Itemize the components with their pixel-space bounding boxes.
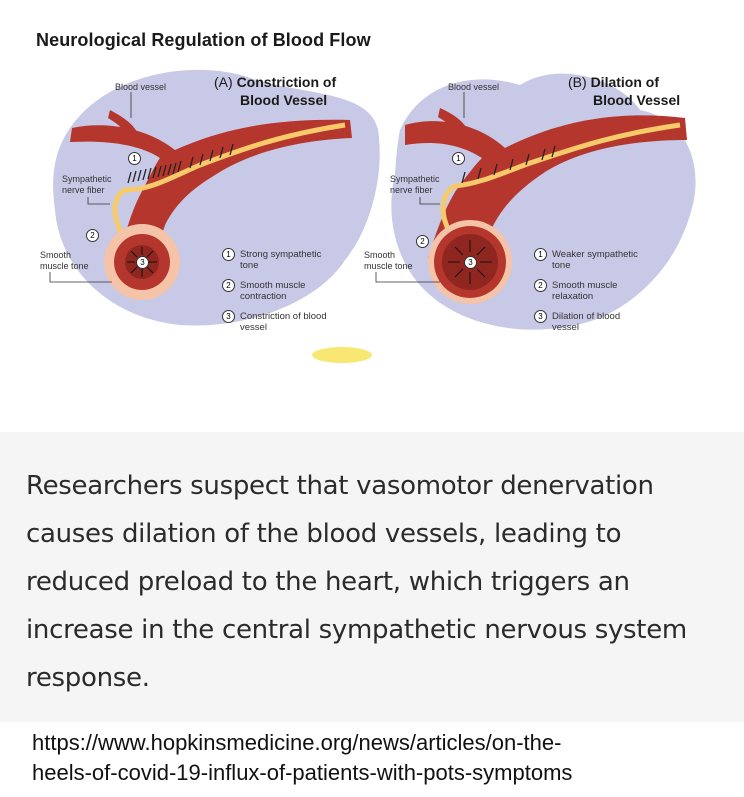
panel-b-legend-3-line2: vessel bbox=[552, 322, 579, 333]
panel-b-legend-item-1: Weaker sympathetic tone bbox=[552, 249, 672, 271]
panel-b-title: (B) Dilation of Blood Vessel bbox=[568, 73, 680, 109]
caption-panel bbox=[0, 432, 744, 722]
panel-b-legend-3-line1: Dilation of blood bbox=[552, 311, 621, 322]
panel-a-nerve-label: Sympathetic nerve fiber bbox=[62, 174, 112, 196]
diagram-figure: Neurological Regulation of Blood Flow (A… bbox=[36, 30, 696, 363]
source-url[interactable]: https://www.hopkinsmedicine.org/news/art… bbox=[32, 728, 732, 788]
panel-b-legend-item-3: Dilation of blood vessel bbox=[552, 311, 672, 333]
panel-a-nerve-label-line2: nerve fiber bbox=[62, 185, 105, 195]
panel-a-title-line2: Blood Vessel bbox=[240, 92, 328, 108]
panel-b-legend-1-line2: tone bbox=[552, 260, 571, 271]
panel-b-legend-item-2: Smooth muscle relaxation bbox=[552, 280, 672, 302]
vessel-branch-a bbox=[108, 110, 140, 140]
panel-b-smooth-label-line2: muscle tone bbox=[364, 261, 413, 271]
panel-a-marker-3: 3 bbox=[136, 256, 149, 269]
panel-b-smooth-label-line1: Smooth bbox=[364, 250, 396, 260]
panel-a-marker-2: 2 bbox=[86, 229, 99, 242]
caption-text: Researchers suspect that vasomotor dener… bbox=[26, 471, 687, 693]
panel-a-blood-vessel-label: Blood vessel bbox=[115, 82, 167, 92]
panel-a-legend-num-2: 2 bbox=[222, 279, 235, 292]
panel-a-legend-1-line2: tone bbox=[240, 260, 259, 271]
panel-a-smooth-label-line2: muscle tone bbox=[40, 261, 89, 271]
source-url-line1[interactable]: https://www.hopkinsmedicine.org/news/art… bbox=[32, 730, 562, 755]
panel-a-legend-num-3: 3 bbox=[222, 310, 235, 323]
panel-a-legend-2-line1: Smooth muscle bbox=[240, 280, 306, 291]
nerve-tick-marks-a bbox=[127, 143, 234, 184]
panel-a-legend-item-1: Strong sympathetic tone bbox=[240, 249, 360, 271]
panel-a-smooth-label-line1: Smooth bbox=[40, 250, 72, 260]
panel-b-marker-3: 3 bbox=[464, 256, 477, 269]
panel-b-letter: (B) bbox=[568, 74, 587, 90]
panel-b-marker-1: 1 bbox=[452, 152, 465, 165]
panel-b-smooth-label: Smooth muscle tone bbox=[364, 250, 413, 272]
diagram-title: Neurological Regulation of Blood Flow bbox=[36, 30, 371, 50]
source-url-line2[interactable]: heels-of-covid-19-influx-of-patients-wit… bbox=[32, 760, 573, 785]
panel-a-legend-3-line2: vessel bbox=[240, 322, 267, 333]
nerve-fiber-a bbox=[112, 122, 346, 257]
nerve-tick-marks-b bbox=[461, 145, 556, 184]
panel-b-nerve-label-line2: nerve fiber bbox=[390, 185, 433, 195]
pointer-lines bbox=[49, 92, 465, 283]
panel-b-title-line2: Blood Vessel bbox=[593, 92, 681, 108]
panel-b-nerve-label: Sympathetic nerve fiber bbox=[390, 174, 440, 196]
panel-b-blood-vessel-label: Blood vessel bbox=[448, 82, 500, 92]
panel-a-title: (A) Constriction of Blood Vessel bbox=[214, 73, 336, 109]
panel-a-legend-2-line2: contraction bbox=[240, 291, 287, 302]
panel-a-nerve-label-line1: Sympathetic bbox=[62, 174, 112, 184]
panel-b-nerve-label-line1: Sympathetic bbox=[390, 174, 440, 184]
vessel-branch-b bbox=[438, 108, 472, 142]
panel-a-title-line1: Constriction of bbox=[236, 74, 337, 90]
panel-b-legend-2-line2: relaxation bbox=[552, 291, 594, 302]
panel-b-legend-num-1: 1 bbox=[534, 248, 547, 261]
panel-a-smooth-label: Smooth muscle tone bbox=[40, 250, 89, 272]
highlight-smudge bbox=[312, 347, 372, 363]
panel-b-marker-2: 2 bbox=[416, 235, 429, 248]
panel-b-legend-num-3: 3 bbox=[534, 310, 547, 323]
panel-a-legend-1-line1: Strong sympathetic bbox=[240, 249, 322, 260]
dilation-arrows-b bbox=[448, 240, 492, 284]
panel-a-legend-num-1: 1 bbox=[222, 248, 235, 261]
panel-a-legend-item-3: Constriction of blood vessel bbox=[240, 311, 360, 333]
panel-a-legend-3-line1: Constriction of blood bbox=[240, 311, 327, 322]
panel-b-legend-2-line1: Smooth muscle bbox=[552, 280, 618, 291]
panel-b-legend-1-line1: Weaker sympathetic bbox=[552, 249, 638, 260]
panel-a-marker-1: 1 bbox=[128, 152, 141, 165]
panel-b-title-line1: Dilation of bbox=[590, 74, 659, 90]
panel-a-legend-item-2: Smooth muscle contraction bbox=[240, 280, 360, 302]
panel-b-legend-num-2: 2 bbox=[534, 279, 547, 292]
panel-a-letter: (A) bbox=[214, 74, 233, 90]
diagram-artwork bbox=[49, 69, 696, 363]
constriction-arrows-a bbox=[127, 247, 157, 277]
